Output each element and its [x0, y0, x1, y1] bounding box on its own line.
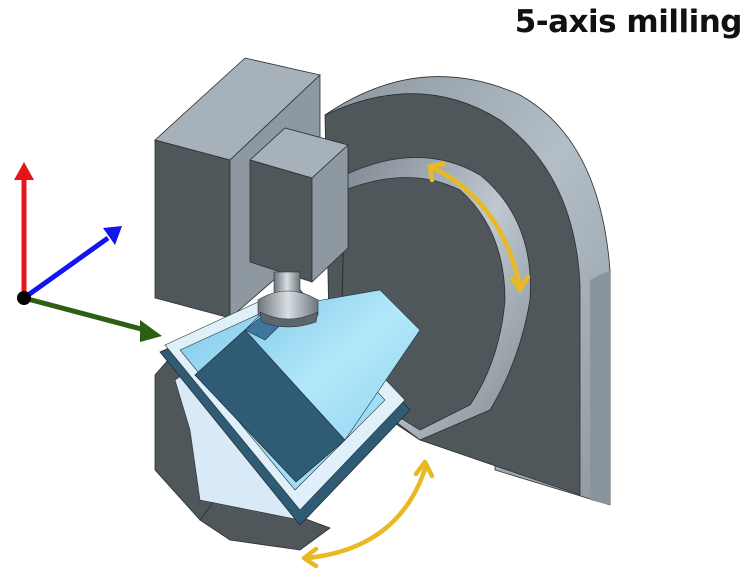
depth-axis-line [22, 235, 110, 301]
cutter [257, 271, 319, 328]
depth-axis-arrowhead-icon [103, 226, 122, 245]
coordinate-axes [14, 162, 162, 342]
vertical-axis-arrowhead-icon [14, 162, 34, 180]
diagram-title: 5-axis milling [514, 4, 743, 40]
horizontal-axis-line [23, 295, 146, 333]
trunnion-rotation-arrow [427, 161, 531, 293]
spindle-head [249, 127, 349, 283]
table-rotation-arrow [301, 459, 435, 569]
horizontal-axis-arrowhead-icon [140, 320, 162, 342]
axes-origin [17, 291, 31, 305]
